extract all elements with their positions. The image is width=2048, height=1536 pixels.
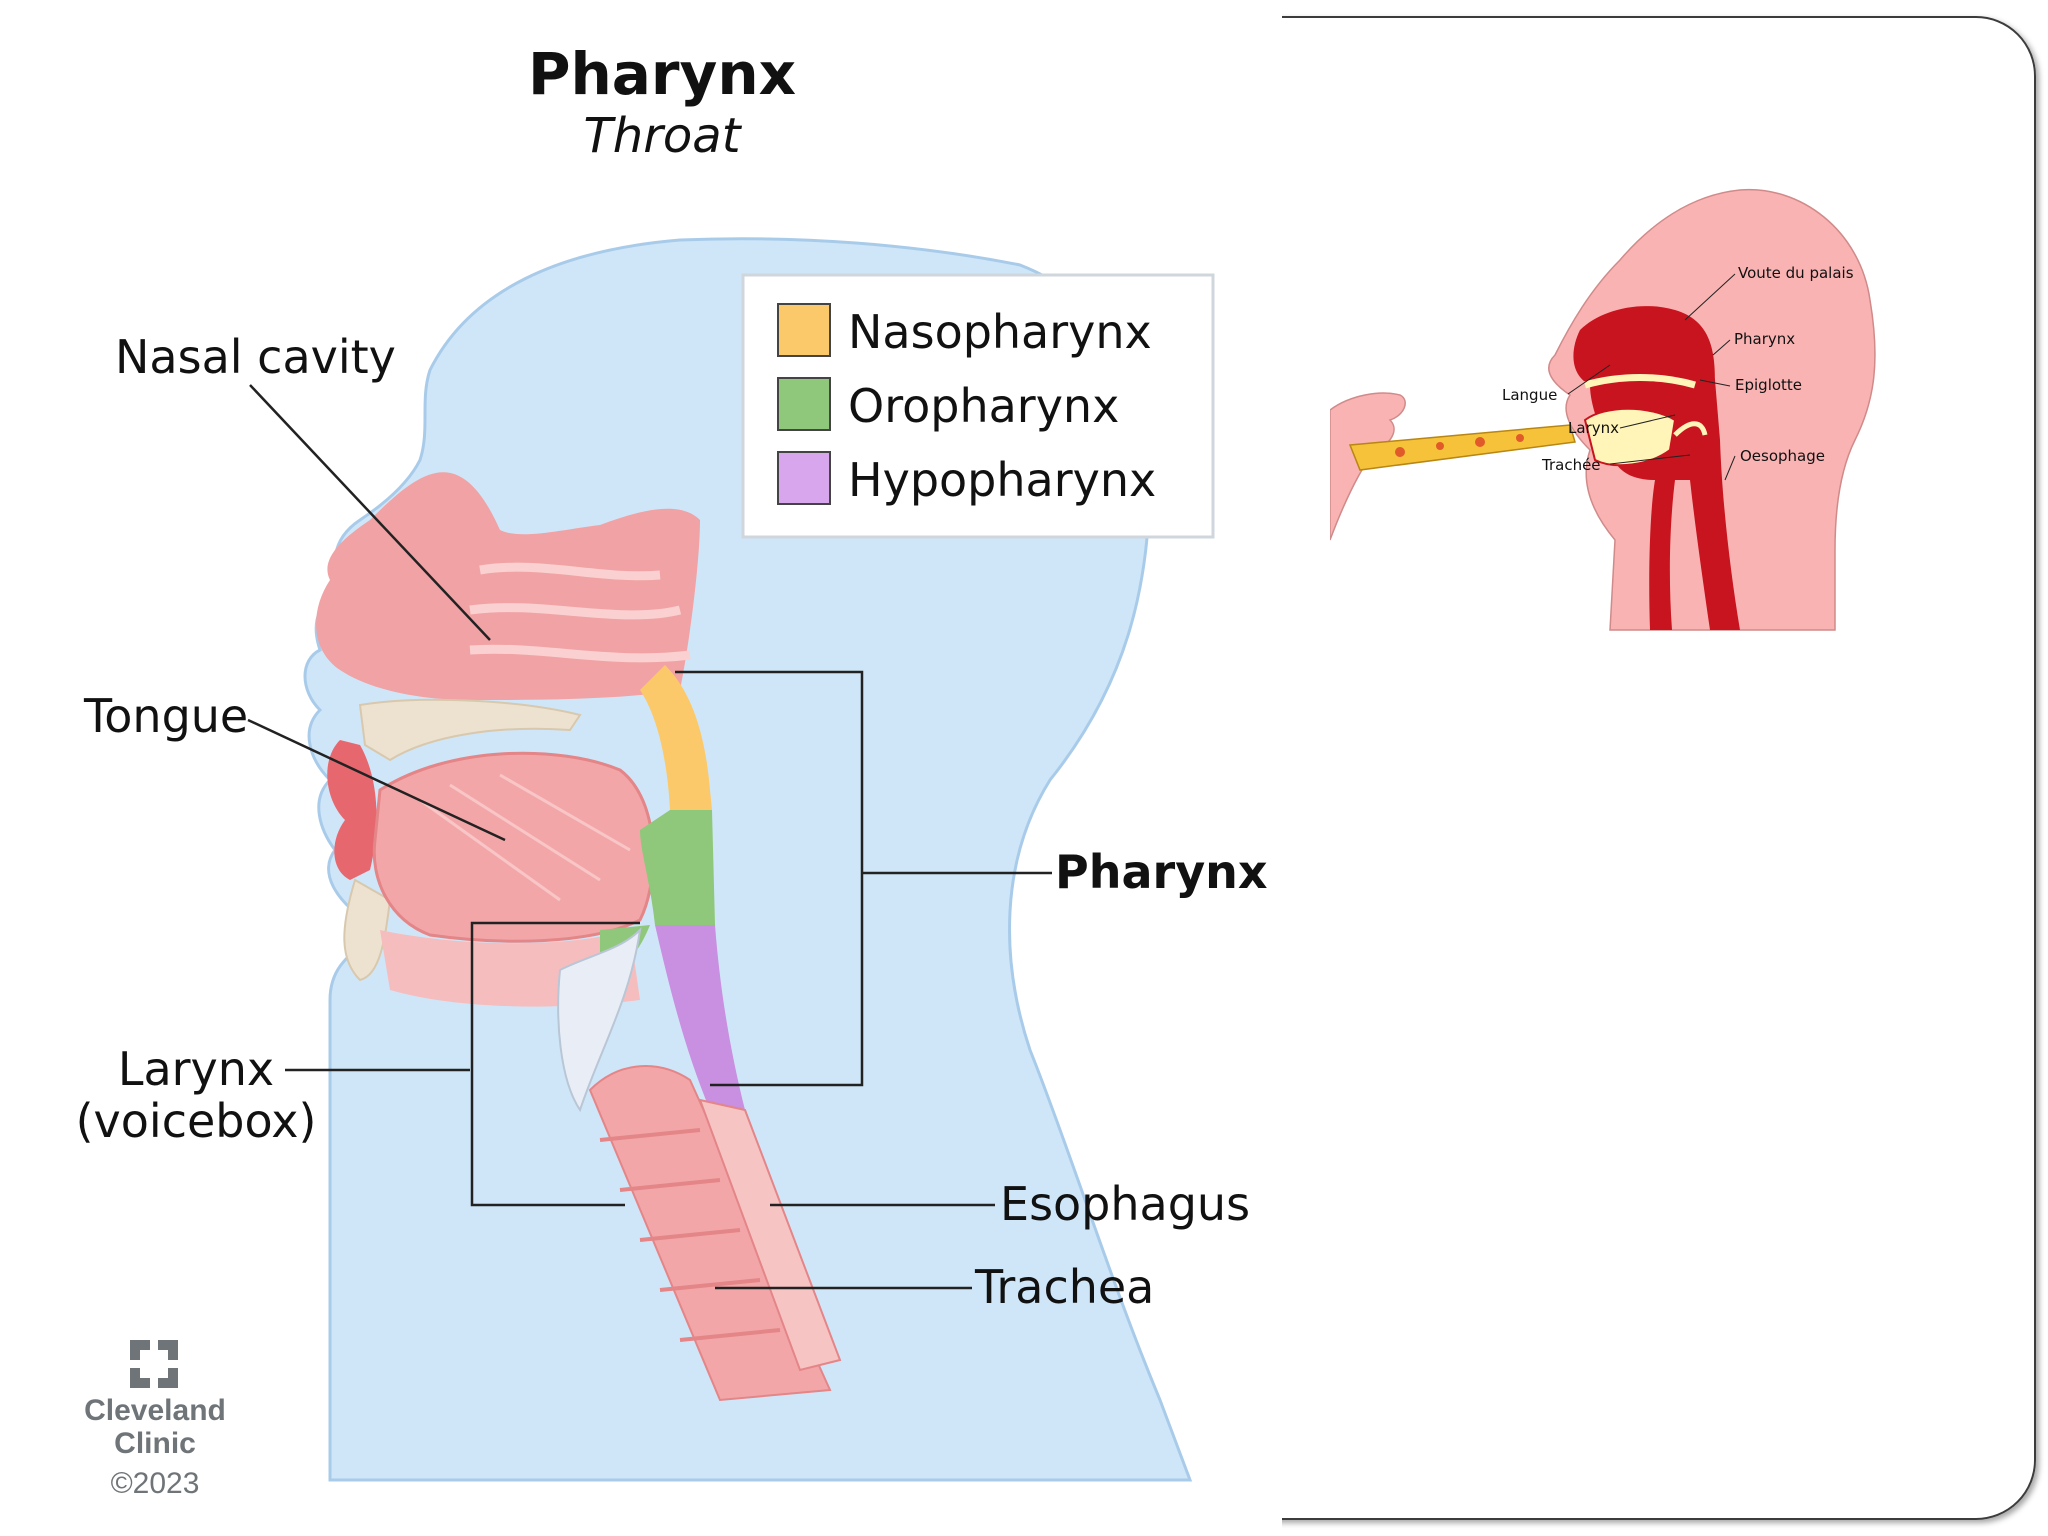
label-tongue: Tongue: [83, 689, 248, 743]
cleveland-clinic-logo-icon: [130, 1340, 178, 1388]
legend-label-oropharynx: Oropharynx: [848, 379, 1119, 433]
label-trachea: Trachea: [974, 1260, 1154, 1314]
sagittal-tongue: [1583, 407, 1677, 467]
label-langue: Langue: [1502, 386, 1557, 404]
nasal-turbinates: [469, 562, 691, 663]
label-voute-du-palais: Voute du palais: [1738, 264, 1854, 282]
diagram-subtitle: Throat: [583, 108, 742, 164]
label-voicebox: (voicebox): [76, 1094, 317, 1148]
tongue-shape: [372, 751, 655, 943]
esophagus-shape: [698, 1098, 842, 1372]
brand-copyright: ©2023: [111, 1467, 200, 1500]
legend-swatch-hypopharynx: [777, 451, 831, 505]
trachea-rings: [599, 1128, 781, 1342]
leader-lines: [247, 384, 1052, 1290]
legend-label-hypopharynx: Hypopharynx: [848, 453, 1156, 507]
label-larynx: Larynx: [118, 1042, 274, 1096]
label-fr-pharynx: Pharynx: [1734, 330, 1795, 348]
sagittal-palate: [1584, 374, 1696, 389]
hypopharynx-region: [655, 925, 745, 1110]
label-esophagus: Esophagus: [1000, 1177, 1250, 1231]
hard-palate: [358, 698, 582, 762]
jaw-bone: [343, 878, 392, 982]
nasopharynx-region: [640, 665, 712, 810]
brand-name-line1: Cleveland: [84, 1394, 226, 1427]
label-fr-larynx: Larynx: [1568, 419, 1619, 437]
oropharynx-region: [640, 810, 715, 925]
legend-label-nasopharynx: Nasopharynx: [848, 305, 1152, 359]
legend-swatch-oropharynx: [777, 377, 831, 431]
brand-name-line2: Clinic: [114, 1427, 196, 1460]
sagittal-diagram: Voute du palais Pharynx Epiglotte Langue…: [1330, 180, 1890, 640]
label-oesophage: Oesophage: [1740, 447, 1825, 465]
sagittal-red-tract: [1573, 306, 1740, 630]
label-pharynx: Pharynx: [1055, 845, 1268, 899]
legend: Nasopharynx Oropharynx Hypopharynx: [741, 273, 1215, 539]
pharynx-illustration: Pharynx Throat Nasopharynx Oropharynx Hy…: [75, 40, 1268, 1500]
legend-swatch-nasopharynx: [777, 303, 831, 357]
nasal-cavity-shape: [316, 472, 700, 700]
sagittal-leader-lines: [1567, 273, 1736, 481]
label-trachee: Trachée: [1541, 456, 1601, 474]
label-nasal-cavity: Nasal cavity: [115, 330, 396, 384]
hand-shape: [1330, 392, 1406, 541]
food-toppings: [1395, 434, 1524, 457]
pharynx-illustration-svg: Pharynx Throat Nasopharynx Oropharynx Hy…: [76, 40, 1268, 1500]
diagram-title: Pharynx: [528, 40, 796, 108]
label-epiglotte: Epiglotte: [1735, 376, 1802, 394]
tongue-fibres: [419, 773, 631, 902]
sagittal-diagram-svg: Voute du palais Pharynx Epiglotte Langue…: [1330, 188, 1876, 631]
sagittal-epiglottis: [1673, 421, 1708, 437]
epiglottis: [557, 927, 642, 1113]
